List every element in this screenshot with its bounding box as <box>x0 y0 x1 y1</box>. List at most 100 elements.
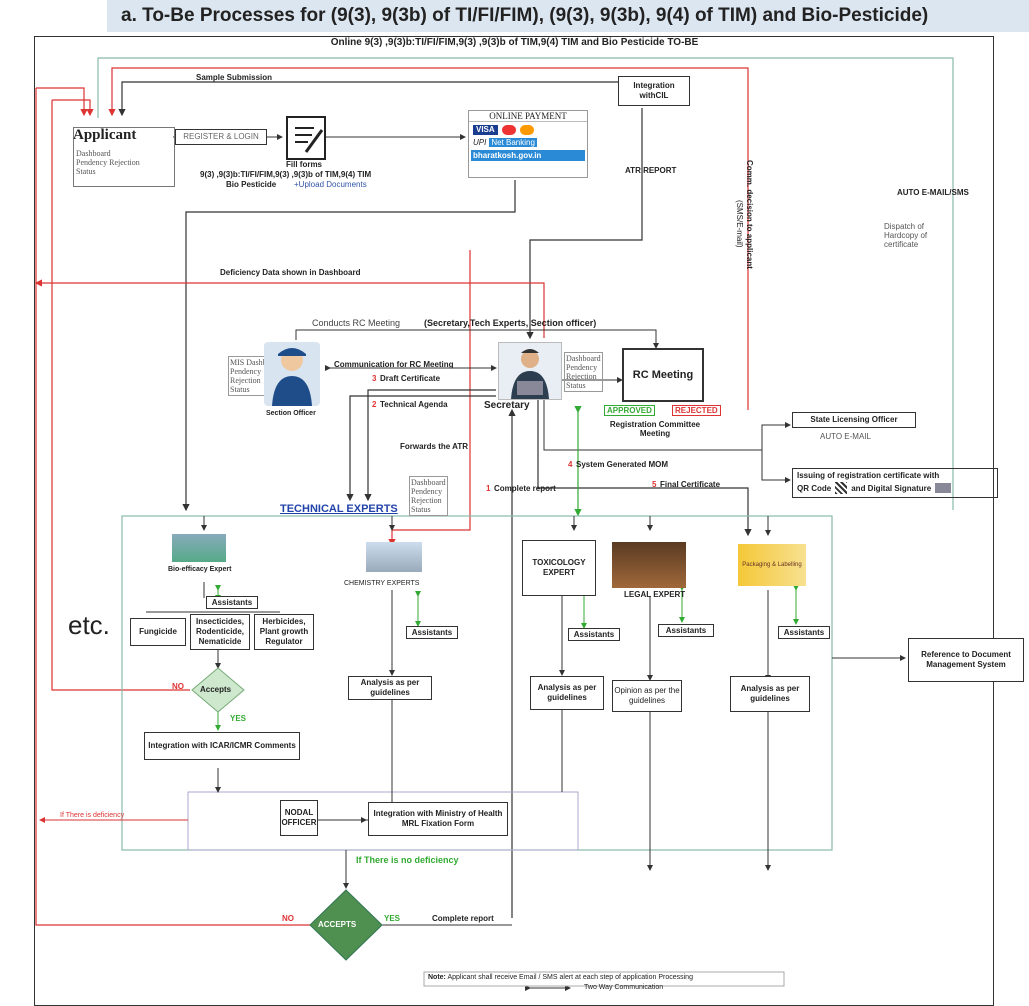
final-cert-num: 5 <box>652 480 657 489</box>
secretary-status-box: Dashboard Pendency Rejection Status <box>564 352 603 392</box>
insecticides-box: Insecticides, Rodenticide, Nematicide <box>190 614 250 650</box>
register-login-button[interactable]: REGISTER & LOGIN <box>175 129 267 145</box>
packaging-image: Packaging & Labelling <box>738 544 806 586</box>
red-decision-line <box>108 67 749 410</box>
no-label-final: NO <box>282 914 294 923</box>
tox-analysis-box: Analysis as per guidelines <box>530 676 604 710</box>
secretary-avatar <box>498 342 562 400</box>
issuing-label: Issuing of registration certificate with <box>797 471 940 480</box>
note-box: Note: Applicant shall receive Email / SM… <box>428 974 693 981</box>
upload-documents-link[interactable]: +Upload Documents <box>294 180 367 189</box>
fill-forms-bio: Bio Pesticide <box>226 180 277 189</box>
payment-title: ONLINE PAYMENT <box>469 111 587 122</box>
tech-agenda-label: Technical Agenda <box>380 400 448 409</box>
pack-analysis-box: Analysis as per guidelines <box>730 676 810 712</box>
chem-analysis-box: Analysis as per guidelines <box>348 676 432 700</box>
auto-email-sms-label: AUTO E-MAIL/SMS <box>897 188 969 197</box>
tox-assistants-box: Assistants <box>568 628 620 641</box>
atr-report-label: ATR REPORT <box>625 166 677 175</box>
bio-efficacy-image <box>172 534 226 562</box>
qr-code-icon <box>835 482 848 494</box>
digital-sig-label: and Digital Signature <box>851 483 932 493</box>
rejected-badge: REJECTED <box>672 405 721 416</box>
legal-assistants-box: Assistants <box>658 624 714 637</box>
bio-assistants-box: Assistants <box>206 596 258 609</box>
legal-expert-label: LEGAL EXPERT <box>624 590 686 599</box>
reg-committee-label: Registration Committee Meeting <box>609 420 701 438</box>
comm-decision-sub: (SMS/E-mail) <box>735 200 744 248</box>
applicant-status: Dashboard Pendency Rejection Status <box>76 149 140 176</box>
complete-report-label-1: Complete report <box>494 484 556 493</box>
maestro-icon <box>519 125 534 135</box>
yes-label-small: YES <box>230 714 247 723</box>
nodal-officer-box: NODAL OFFICER <box>280 800 318 836</box>
page-banner-title: a. To-Be Processes for (9(3), 9(3b) of T… <box>107 0 1029 32</box>
fill-forms-label: Fill forms <box>286 160 323 169</box>
document-management-box[interactable]: Reference to Document Management System <box>908 638 1024 682</box>
accepts-final-label: ACCEPTS <box>318 920 357 929</box>
upi-icon: UPI <box>473 138 487 147</box>
auto-email-label: AUTO E-MAIL <box>820 432 871 441</box>
chem-expert-label: CHEMISTRY EXPERTS <box>344 580 420 587</box>
diagram-subtitle: Online 9(3) ,9(3)b:TI/FI/FIM,9(3) ,9(3)b… <box>330 37 699 48</box>
comm-decision-label: Comm. decision to applicant <box>745 160 754 269</box>
two-way-label: Two Way Communication <box>584 984 664 991</box>
final-cert-label: Final Certificate <box>660 480 721 489</box>
draft-cert-num: 3 <box>372 374 377 383</box>
applicant-title: Applicant <box>73 127 137 143</box>
legal-image <box>612 542 686 588</box>
chemistry-image <box>366 542 422 572</box>
state-officer-box: State Licensing Officer <box>792 412 916 428</box>
integration-cil-box: Integration withCIL <box>618 76 690 106</box>
issuing-cert-box: Issuing of registration certificate with… <box>792 468 998 498</box>
no-deficiency-label: If There is no deficiency <box>356 855 459 865</box>
chem-assistants-box: Assistants <box>406 626 458 639</box>
secretary-label: Secretary <box>484 400 530 411</box>
applicant-box[interactable] <box>73 127 175 187</box>
accepts-small-label: Accepts <box>200 685 232 694</box>
dispatch-label: Dispatch of Hardcopy of certificate <box>884 222 928 249</box>
online-payment-panel[interactable]: ONLINE PAYMENT VISA UPI Net Banking bhar… <box>468 110 588 178</box>
tech-agenda-num: 2 <box>372 400 377 409</box>
system-mom-label: System Generated MOM <box>576 460 669 469</box>
conducts-rc-label: Conducts RC Meeting <box>312 318 401 328</box>
yes-label-final: YES <box>384 914 401 923</box>
fill-forms-desc: 9(3) ,9(3)b:TI/FI/FIM,9(3) ,9(3)b of TIM… <box>200 170 372 179</box>
section-officer-label: Section Officer <box>266 410 316 417</box>
tech-status-box: Dashboard Pendency Rejection Status <box>409 476 448 516</box>
ministry-health-box: Integration with Ministry of Health MRL … <box>368 802 508 836</box>
draft-cert-label: Draft Certificate <box>380 374 441 383</box>
qr-label: QR Code <box>797 483 832 493</box>
mastercard-icon <box>501 125 516 135</box>
note-text: Applicant shall receive Email / SMS aler… <box>447 974 693 981</box>
legal-opinion-box: Opinion as per the guidelines <box>612 680 682 712</box>
pack-assistants-box: Assistants <box>778 626 830 639</box>
conducts-rc-participants: (Secretary,Tech Experts, Section officer… <box>424 318 597 328</box>
approved-badge: APPROVED <box>604 405 655 416</box>
complete-report-label-2: Complete report <box>432 914 494 923</box>
visa-icon: VISA <box>473 125 498 135</box>
no-label-small: NO <box>172 682 184 691</box>
if-deficiency-label: If There is deficiency <box>60 812 125 819</box>
sample-submission-label: Sample Submission <box>196 73 273 82</box>
fungicide-box: Fungicide <box>130 618 186 646</box>
toxicology-expert-box: TOXICOLOGY EXPERT <box>522 540 596 596</box>
section-officer-avatar <box>264 342 320 406</box>
left-etc-text: etc. <box>68 610 110 640</box>
sample-submission-line <box>118 81 618 117</box>
rc-meeting-box[interactable]: RC Meeting <box>622 348 704 402</box>
bharatkosh-badge: bharatkosh.gov.in <box>471 150 585 161</box>
netbanking-badge: Net Banking <box>489 138 537 147</box>
form-document-icon <box>286 116 326 160</box>
herbicides-box: Herbicides, Plant growth Regulator <box>254 614 314 650</box>
icar-box: Integration with ICAR/ICMR Comments <box>144 732 300 760</box>
complete-report-num: 1 <box>486 484 491 493</box>
signature-icon <box>935 483 952 493</box>
comm-rc-label: Communication for RC Meeting <box>334 360 454 369</box>
mom-num: 4 <box>568 460 573 469</box>
forwards-atr-label: Forwards the ATR <box>400 442 469 451</box>
deficiency-dashboard-label: Deficiency Data shown in Dashboard <box>220 268 361 277</box>
note-label: Note: <box>428 974 446 981</box>
bio-expert-label: Bio-efficacy Expert <box>168 566 232 573</box>
technical-experts-title: TECHNICAL EXPERTS <box>280 503 398 515</box>
